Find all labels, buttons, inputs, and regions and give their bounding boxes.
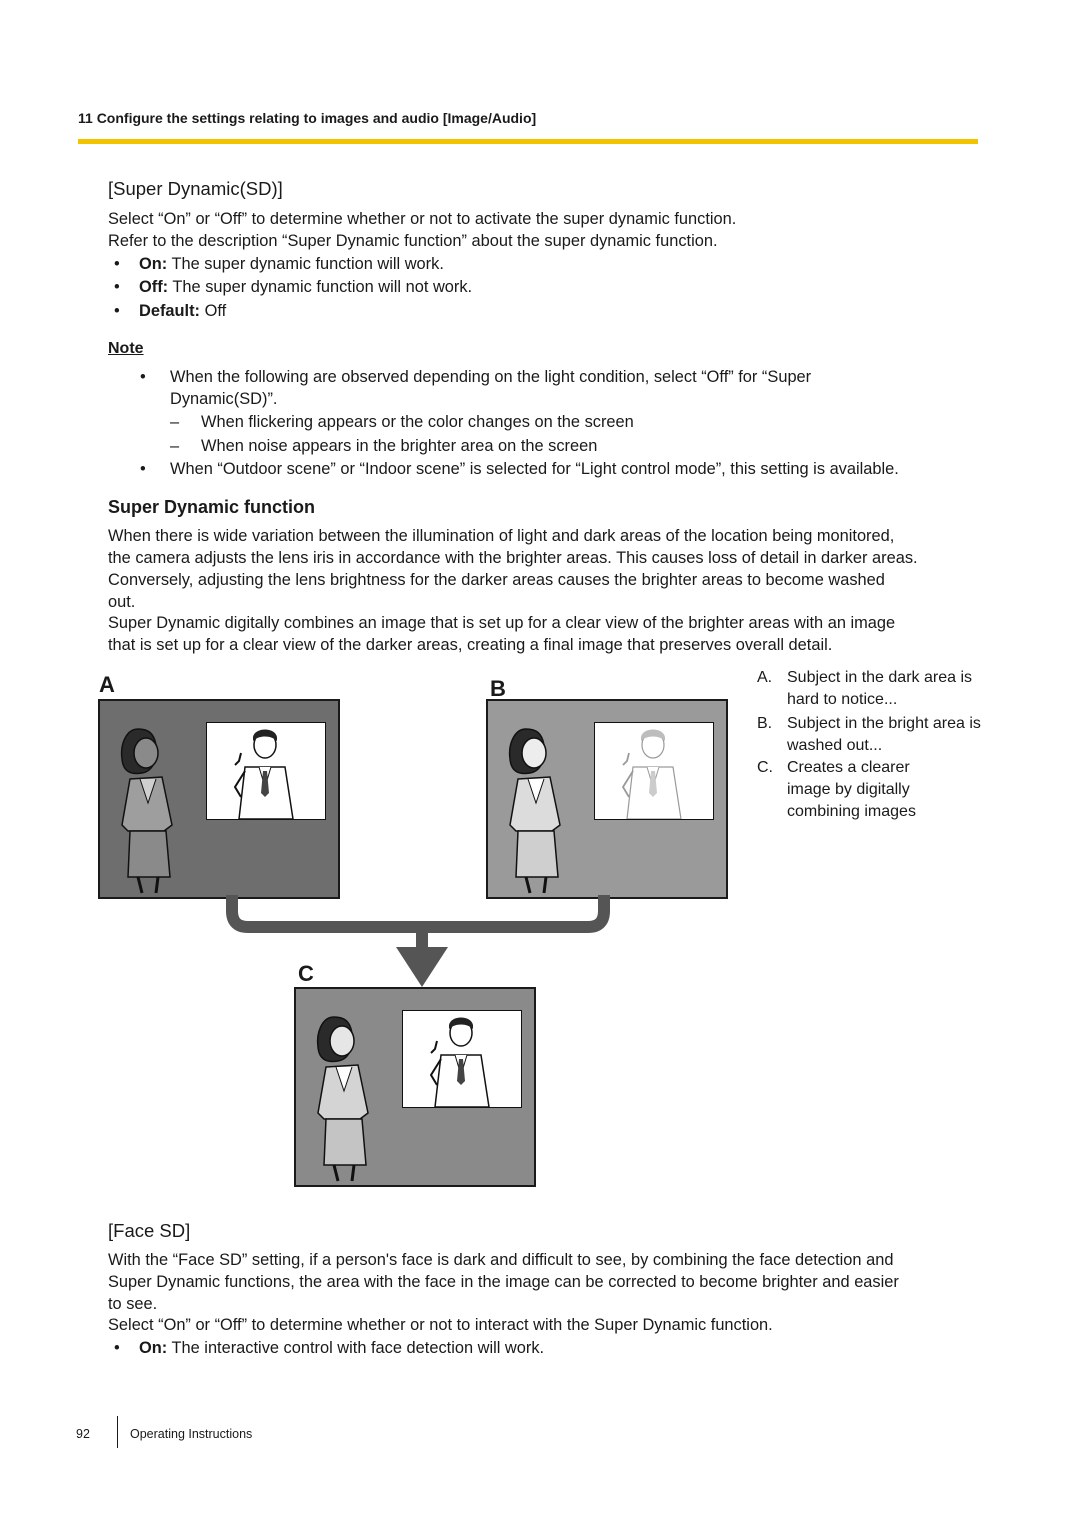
sdf-p2-line1: Super Dynamic digitally combines an imag… (108, 614, 896, 632)
sdf-p2-line2: that is set up for a clear view of the d… (108, 636, 833, 654)
sd-on-label: On: (139, 255, 168, 273)
inset-window-a (206, 722, 326, 820)
person-woman-icon (120, 728, 173, 894)
legend-key-a: A. (757, 669, 773, 686)
note1-line2: Dynamic(SD)”. (170, 390, 278, 408)
sdf-p1-line2: the camera adjusts the lens iris in acco… (108, 549, 918, 567)
face-sd-on-text: The interactive control with face detect… (171, 1339, 545, 1357)
legend-key-b: B. (757, 715, 773, 732)
header-rule (78, 139, 978, 144)
panel-c-combined-image (294, 987, 536, 1187)
legend-text-a: Subject in the dark area is hard to noti… (787, 669, 972, 708)
footer-doc-title: Operating Instructions (130, 1427, 253, 1441)
person-man-icon (233, 729, 294, 820)
combine-arrow-icon (226, 895, 610, 987)
sd-intro-line1: Select “On” or “Off” to determine whethe… (108, 210, 737, 228)
super-dynamic-function-heading: Super Dynamic function (108, 497, 316, 517)
legend-key-c: C. (757, 759, 773, 776)
chapter-title: 11 Configure the settings relating to im… (78, 110, 537, 126)
figure-label-c: C (298, 961, 314, 986)
legend-text-c: Creates a clearer image by digitally com… (787, 759, 916, 820)
sd-intro-line2: Refer to the description “Super Dynamic … (108, 232, 718, 250)
page-number: 92 (76, 1427, 90, 1441)
sd-default-text: Off (204, 302, 227, 320)
inset-window-b (594, 722, 714, 820)
person-woman-icon (316, 1016, 369, 1182)
panel-a-dark-image (98, 699, 340, 899)
figure-label-a: A (99, 672, 115, 697)
person-woman-icon (508, 728, 561, 894)
sdf-p1-line3: Conversely, adjusting the lens brightnes… (108, 571, 885, 589)
sd-off-label: Off: (139, 278, 169, 296)
inset-window-c (402, 1010, 522, 1108)
figure-label-b: B (490, 676, 506, 701)
legend-text-b: Subject in the bright area is washed out… (787, 715, 981, 754)
panel-b-bright-image (486, 699, 728, 899)
note1-line1: When the following are observed dependin… (170, 368, 812, 386)
super-dynamic-sd-heading: [Super Dynamic(SD)] (108, 178, 283, 199)
person-man-icon (429, 1017, 490, 1108)
person-man-faded-icon (621, 729, 682, 820)
face-sd-p1-line1: With the “Face SD” setting, if a person'… (108, 1251, 894, 1269)
dash1-text: When flickering appears or the color cha… (201, 413, 634, 431)
note2-text: When “Outdoor scene” or “Indoor scene” i… (170, 460, 899, 478)
face-sd-line2: Select “On” or “Off” to determine whethe… (108, 1316, 773, 1334)
sdf-p1-line4: out. (108, 593, 136, 611)
face-sd-p1-line2: Super Dynamic functions, the area with t… (108, 1273, 899, 1291)
sdf-p1-line1: When there is wide variation between the… (108, 527, 895, 545)
footer-divider (117, 1416, 118, 1448)
sd-default-label: Default: (139, 302, 201, 320)
note-label: Note (108, 340, 144, 357)
sd-off-text: The super dynamic function will not work… (172, 278, 473, 296)
face-sd-on-label: On: (139, 1339, 168, 1357)
sd-on-text: The super dynamic function will work. (171, 255, 444, 273)
face-sd-heading: [Face SD] (108, 1220, 191, 1241)
dash2-text: When noise appears in the brighter area … (201, 437, 598, 455)
face-sd-p1-line3: to see. (108, 1295, 158, 1313)
